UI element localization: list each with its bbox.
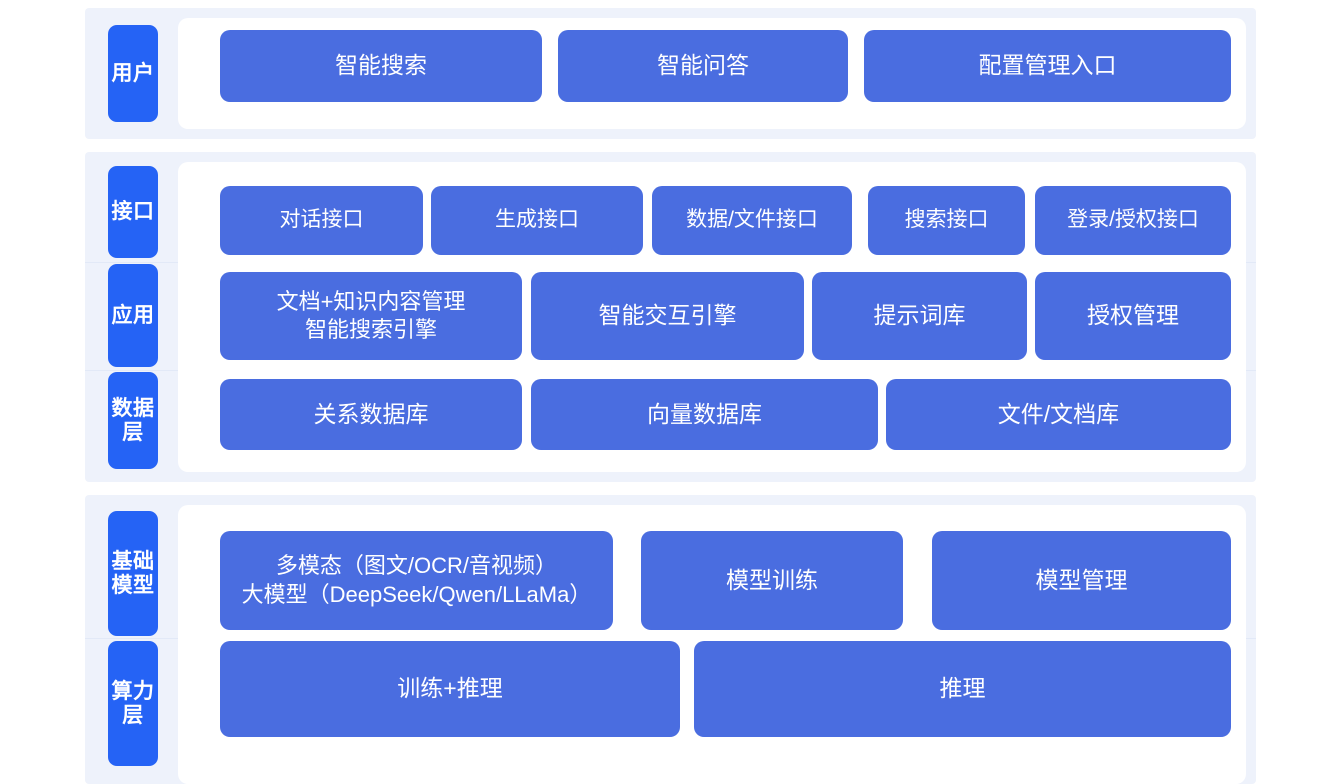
box-dialog-api[interactable]: 对话接口 (220, 186, 423, 255)
box-authorization-management[interactable]: 授权管理 (1035, 272, 1231, 360)
section-tab-app[interactable]: 应用 (108, 264, 158, 367)
box-training-inference[interactable]: 训练+推理 (220, 641, 680, 737)
section-tab-data-label: 数据层 (111, 396, 155, 444)
section-tab-compute-label: 算力层 (111, 679, 155, 727)
box-multimodal-llm[interactable]: 多模态（图文/OCR/音视频） 大模型（DeepSeek/Qwen/LLaMa） (220, 531, 613, 630)
section-tab-base-model[interactable]: 基础模型 (108, 511, 158, 636)
box-login-auth-api[interactable]: 登录/授权接口 (1035, 186, 1231, 255)
section-tab-user[interactable]: 用户 (108, 25, 158, 122)
box-data-file-api[interactable]: 数据/文件接口 (652, 186, 852, 255)
section-tab-app-label: 应用 (111, 303, 155, 327)
box-relational-database[interactable]: 关系数据库 (220, 379, 522, 450)
box-generate-api[interactable]: 生成接口 (431, 186, 643, 255)
box-prompt-library[interactable]: 提示词库 (812, 272, 1027, 360)
box-search-api[interactable]: 搜索接口 (868, 186, 1025, 255)
box-model-training[interactable]: 模型训练 (641, 531, 903, 630)
box-file-document-store[interactable]: 文件/文档库 (886, 379, 1231, 450)
section-tab-api-label: 接口 (111, 200, 155, 224)
section-tab-compute[interactable]: 算力层 (108, 641, 158, 766)
box-inference[interactable]: 推理 (694, 641, 1231, 737)
box-smart-search[interactable]: 智能搜索 (220, 30, 542, 102)
section-tab-base-model-label: 基础模型 (111, 549, 155, 597)
box-smart-interaction-engine[interactable]: 智能交互引擎 (531, 272, 804, 360)
box-smart-qa[interactable]: 智能问答 (558, 30, 848, 102)
section-tab-data[interactable]: 数据层 (108, 372, 158, 469)
box-vector-database[interactable]: 向量数据库 (531, 379, 878, 450)
section-tab-api[interactable]: 接口 (108, 166, 158, 258)
section-tab-user-label: 用户 (111, 61, 155, 85)
box-doc-knowledge-management[interactable]: 文档+知识内容管理 智能搜索引擎 (220, 272, 522, 360)
box-model-management[interactable]: 模型管理 (932, 531, 1231, 630)
box-config-management-entry[interactable]: 配置管理入口 (864, 30, 1231, 102)
